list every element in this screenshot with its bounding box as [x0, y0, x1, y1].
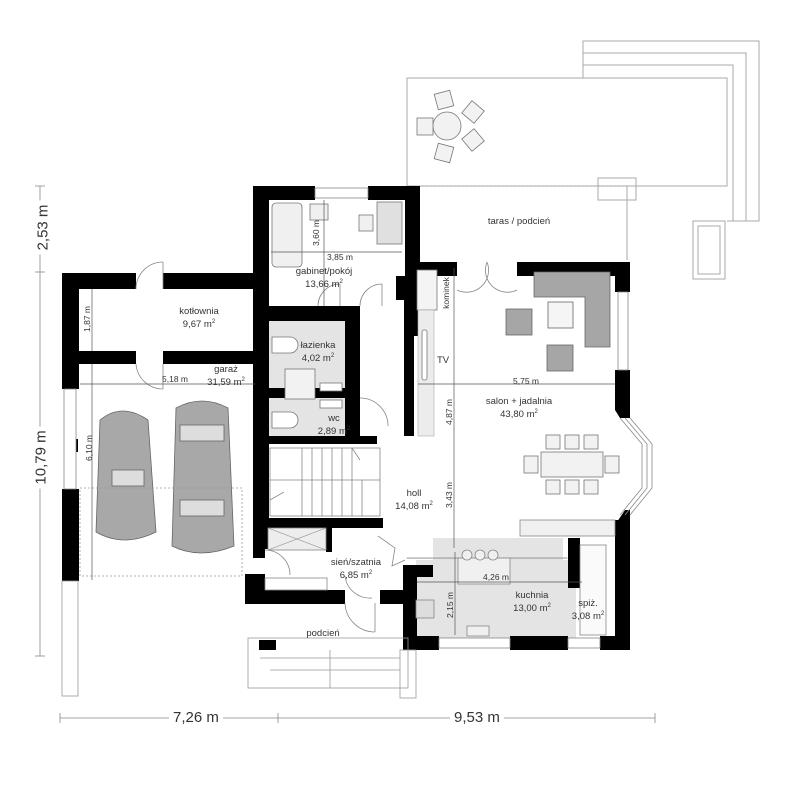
area-value: 2,89	[317, 426, 337, 438]
label-taras: taras / podcień	[487, 216, 551, 227]
area-sup: 2	[429, 501, 433, 507]
area-sup: 2	[330, 353, 335, 359]
label-podcien: podcień	[306, 628, 340, 639]
dim-left-main: 10,79 m	[32, 426, 50, 489]
tv	[421, 329, 428, 381]
dim-bottom-left: 7,26 m	[169, 709, 223, 726]
area-unit: m	[360, 570, 369, 582]
room-garaz: garaż 31,59 m2	[207, 364, 245, 388]
room-area: 31,59 m2	[207, 375, 245, 388]
dim-left-top: 2,53 m	[34, 200, 52, 255]
dim-gabinet-width: 3,85 m	[327, 252, 353, 262]
dim-kuchnia-height: 2,15 m	[445, 592, 455, 618]
gabinet-furniture	[271, 201, 403, 268]
dimension-lines	[80, 200, 615, 635]
dim-salon-width: 5,75 m	[513, 376, 539, 386]
room-name: sień/szatnia	[330, 557, 382, 568]
room-area: 2,89 m2	[318, 424, 350, 437]
room-name: łazienka	[300, 340, 336, 351]
area-unit: m	[322, 353, 331, 365]
terrace-outline	[406, 40, 760, 280]
dim-salon-height-a: 4,87 m	[444, 399, 454, 425]
room-area: 13,66 m2	[296, 277, 353, 290]
room-area: 3,08 m2	[572, 609, 604, 622]
area-sup: 2	[600, 611, 605, 617]
area-value: 31,59	[207, 377, 231, 389]
dim-garaz-width: 5,18 m	[162, 374, 188, 384]
room-area: 9,67 m2	[179, 317, 219, 330]
walls	[62, 186, 630, 650]
terrace-table-set	[416, 89, 485, 164]
room-kotlownia: kotłownia 9,67 m2	[179, 306, 219, 330]
dining-set	[523, 434, 620, 495]
room-name: garaż	[214, 364, 238, 375]
area-unit: m	[526, 409, 535, 421]
room-name: holl	[406, 488, 422, 499]
dim-gabinet-height: 3,60 m	[311, 220, 321, 246]
area-unit: m	[233, 377, 242, 389]
room-area: 43,80 m2	[486, 407, 552, 420]
dim-kotlownia-height: 1,87 m	[82, 306, 92, 332]
area-sup: 2	[547, 603, 551, 609]
living-furniture	[505, 271, 611, 372]
room-area: 4,02 m2	[301, 351, 336, 364]
area-value: 3,08	[571, 611, 591, 623]
area-sup: 2	[534, 409, 538, 415]
area-unit: m	[338, 426, 347, 438]
room-salon: salon + jadalnia 43,80 m2	[486, 396, 552, 420]
area-sup: 2	[241, 377, 245, 383]
door-swings	[135, 261, 518, 633]
bathroom-fixtures	[271, 336, 343, 429]
area-unit: m	[539, 603, 548, 615]
area-unit: m	[421, 501, 430, 513]
area-value: 43,80	[500, 409, 524, 421]
room-name: spiż.	[578, 598, 598, 609]
dim-bottom-right: 9,53 m	[450, 709, 504, 726]
staircase	[269, 447, 381, 517]
entry-steps	[61, 580, 417, 699]
dim-garaz-height: 6,10 m	[84, 435, 94, 461]
room-area: 13,00 m2	[513, 601, 551, 614]
area-sup: 2	[211, 319, 216, 325]
room-name: wc	[328, 413, 340, 424]
room-gabinet: gabinet/pokój 13,66 m2	[296, 266, 353, 290]
room-wc: wc 2,89 m2	[318, 413, 350, 437]
fireplace	[416, 269, 438, 311]
area-unit: m	[592, 611, 601, 623]
dim-salon-height-b: 3,43 m	[444, 482, 454, 508]
label-tv: TV	[437, 355, 450, 366]
outer-dimension-lines	[35, 185, 656, 723]
room-spizarnia: spiż. 3,08 m2	[572, 598, 604, 622]
area-value: 6,85	[339, 570, 359, 582]
room-name: gabinet/pokój	[295, 266, 353, 277]
room-sien: sień/szatnia 6,85 m2	[331, 557, 381, 581]
area-value: 14,08	[395, 501, 419, 513]
room-area: 6,85 m2	[331, 568, 381, 581]
area-value: 13,66	[305, 279, 329, 291]
label-kominek: kominek	[440, 277, 451, 309]
cars	[95, 400, 235, 554]
room-holl: holl 14,08 m2	[395, 488, 433, 512]
room-name: salon + jadalnia	[485, 396, 553, 407]
room-name: kotłownia	[179, 306, 219, 317]
room-name: kuchnia	[515, 590, 549, 601]
area-sup: 2	[368, 570, 373, 576]
kitchen-furniture	[415, 544, 607, 637]
area-value: 9,67	[182, 319, 202, 331]
bay-window	[619, 417, 653, 516]
area-value: 13,00	[513, 603, 537, 615]
room-kuchnia: kuchnia 13,00 m2	[513, 590, 551, 614]
windows	[63, 187, 629, 649]
driveway-outline	[79, 487, 243, 577]
dim-kuchnia-width: 4,26 m	[483, 572, 509, 582]
area-value: 4,02	[301, 353, 321, 365]
area-sup: 2	[339, 279, 343, 285]
area-unit: m	[331, 279, 340, 291]
area-sup: 2	[346, 426, 351, 432]
area-unit: m	[203, 319, 212, 331]
room-area: 14,08 m2	[395, 499, 433, 512]
room-lazienka: łazienka 4,02 m2	[301, 340, 336, 364]
